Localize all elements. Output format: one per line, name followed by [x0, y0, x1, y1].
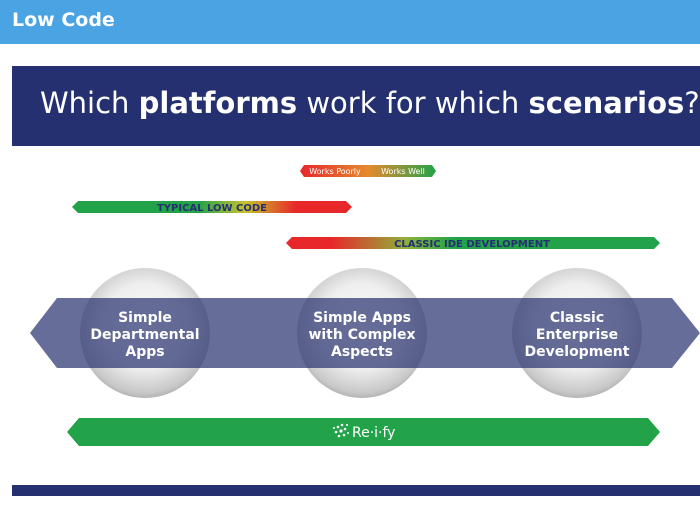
reify-bar: Re·i·fy [67, 418, 660, 446]
scenario-2-line-3: Aspects [331, 344, 393, 360]
scenario-2-line-1: Simple Apps [313, 310, 411, 326]
scenario-1-line-2: Departmental [90, 327, 199, 343]
legend-works-poorly-label: Works Poorly [309, 167, 361, 176]
scenario-2-line-2: with Complex [308, 327, 415, 343]
heading-bold-scenarios: scenarios [528, 86, 685, 120]
typical-low-code-bar: TYPICAL LOW CODE [72, 201, 352, 214]
heading-part-1: Which [40, 86, 139, 120]
top-bar: Low Code [0, 0, 700, 44]
reify-logo-icon [333, 423, 349, 438]
heading-bold-platforms: platforms [138, 86, 298, 120]
scenario-diagram: Works Poorly Works Well TYPICAL LOW CODE… [30, 165, 700, 446]
scenario-1-line-3: Apps [125, 344, 164, 360]
scenario-3-line-1: Classic [550, 310, 604, 326]
slide-bottom-rule [12, 485, 700, 496]
heading-part-3: ? [684, 86, 700, 120]
legend-bar: Works Poorly Works Well [300, 165, 436, 177]
scenario-3-line-2: Enterprise [536, 327, 618, 343]
slide-heading: Which platforms work for which scenarios… [40, 86, 700, 120]
reify-logo-text: Re·i·fy [352, 425, 395, 441]
scenario-1-line-1: Simple [118, 310, 172, 326]
legend-works-well-label: Works Well [381, 167, 425, 176]
scenario-3-line-3: Development [525, 344, 630, 360]
scenario-band [30, 298, 700, 368]
slide: Which platforms work for which scenarios… [12, 66, 700, 496]
classic-ide-development-bar: CLASSIC IDE DEVELOPMENT [286, 237, 660, 250]
app-title: Low Code [12, 9, 115, 31]
typical-low-code-label: TYPICAL LOW CODE [157, 203, 267, 214]
heading-part-2: work for which [297, 86, 529, 120]
slide-banner: Which platforms work for which scenarios… [12, 66, 700, 146]
classic-ide-development-label: CLASSIC IDE DEVELOPMENT [394, 239, 550, 250]
